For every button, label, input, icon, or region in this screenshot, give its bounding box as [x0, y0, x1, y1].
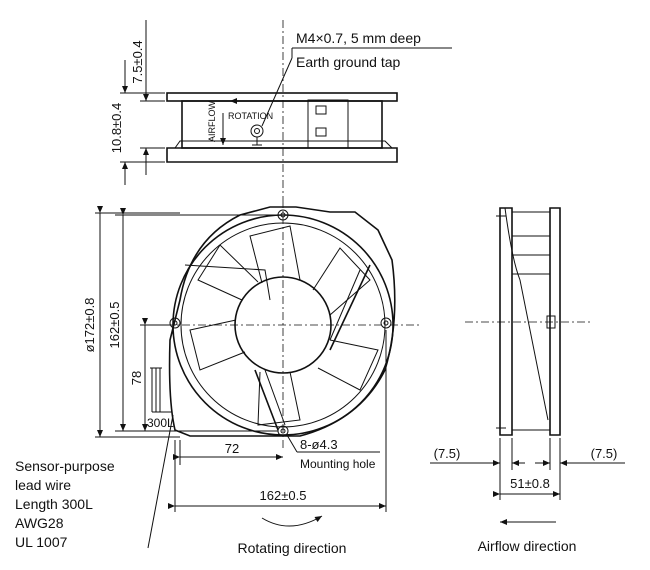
note-line-2: lead wire [15, 477, 71, 493]
dim-hole-pitch-v: 162±0.5 [107, 302, 122, 349]
side-flange-right [549, 207, 561, 436]
note-line-3: Length 300L [15, 496, 93, 512]
bottom-flange [166, 147, 398, 163]
side-view: (7.5) (7.5) 51±0.8 [430, 207, 625, 525]
dim-78: 78 [129, 371, 144, 385]
dim-left: (7.5) [434, 446, 461, 461]
venturi-outer [172, 214, 394, 436]
note-line-1: Sensor-purpose [15, 458, 115, 474]
airflow-label: AIRFLOW [207, 100, 217, 142]
dim-flange: 7.5±0.4 [130, 40, 145, 83]
side-flange-left [499, 207, 513, 436]
dim-depth: 51±0.8 [510, 476, 550, 491]
tap-spec: M4×0.7, 5 mm deep [296, 30, 421, 46]
hub [234, 276, 332, 374]
dim-hole-pitch-h: 162±0.5 [260, 488, 307, 503]
hole-spec: 8-ø4.3 [300, 437, 338, 452]
note-line-4: AWG28 [15, 515, 64, 531]
dim-300l: 300L [147, 416, 174, 430]
note-line-5: UL 1007 [15, 534, 68, 550]
dim-diameter: ø172±0.8 [82, 298, 97, 353]
caption-rotating: Rotating direction [238, 540, 347, 556]
dim-72: 72 [225, 441, 239, 456]
lead-wire [150, 367, 172, 413]
mounting-holes [169, 209, 392, 437]
rotation-label: ROTATION [228, 111, 273, 121]
hole-name: Mounting hole [300, 457, 376, 471]
caption-airflow: Airflow direction [478, 538, 577, 554]
ground-tap-icon [250, 124, 264, 138]
dim-right: (7.5) [591, 446, 618, 461]
rotation-arrow-icon [261, 515, 323, 527]
dim-height: 10.8±0.4 [109, 103, 124, 154]
top-view: AIRFLOW ROTATION M4×0.7, 5 mm deep Earth… [109, 20, 452, 200]
tap-name: Earth ground tap [296, 54, 401, 70]
front-view: ø172±0.8 162±0.5 78 300L 72 8-ø4.3 Mount… [82, 200, 420, 527]
top-flange [166, 92, 398, 102]
fan-blades [189, 225, 379, 426]
